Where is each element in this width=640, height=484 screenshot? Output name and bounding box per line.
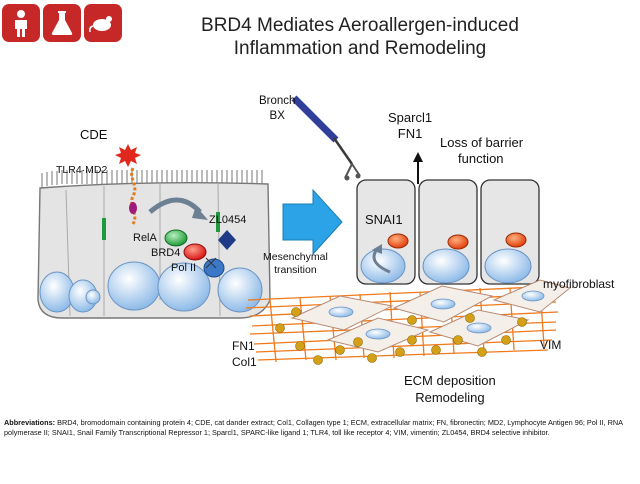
abbreviations-heading: Abbreviations: xyxy=(4,418,56,427)
bronchoscope-icon xyxy=(291,95,361,181)
abbreviations-text: BRD4, bromodomain containing protein 4; … xyxy=(4,418,623,438)
bronch-line-1: Bronch xyxy=(259,95,296,107)
rela-label: RelA xyxy=(133,232,157,244)
epithelial-cell-layer xyxy=(37,170,271,319)
flask-icon xyxy=(51,11,73,35)
mouse-icon xyxy=(89,16,112,33)
figure-title: BRD4 Mediates Aeroallergen-induced Infla… xyxy=(150,14,570,60)
vim-label: VIM xyxy=(540,338,562,352)
inhibitor-label: ZL0454 xyxy=(209,214,247,226)
fn1-col1-label: FN1 Col1 xyxy=(232,338,257,370)
pol2-label: Pol II xyxy=(171,262,197,274)
flask-badge xyxy=(43,4,81,42)
ecm-line-1: ECM deposition xyxy=(404,373,496,388)
abbreviations-footnote: Abbreviations: BRD4, bromodomain contain… xyxy=(4,418,624,438)
pol2-protein xyxy=(203,258,225,278)
transition-line-1: Mesenchymal xyxy=(263,251,328,263)
snai1-protein xyxy=(387,233,409,249)
bronch-line-2: BX xyxy=(269,110,285,122)
title-line-2: Inflammation and Remodeling xyxy=(233,38,487,59)
brd4-label: BRD4 xyxy=(151,247,181,259)
brd4-protein xyxy=(183,243,207,261)
badge-row xyxy=(2,4,122,42)
receptor-label: TLR4·MD2 xyxy=(56,164,108,176)
transition-label: Mesenchymal transition xyxy=(263,251,328,277)
ecm-label: ECM deposition Remodeling xyxy=(404,372,496,406)
transition-arrow xyxy=(282,188,343,256)
mouse-badge xyxy=(84,4,122,42)
barrier-label: Loss of barrier function xyxy=(440,135,523,167)
fn1-bottom-label: FN1 xyxy=(232,339,255,353)
human-badge xyxy=(2,4,40,42)
barrier-line-2: function xyxy=(458,151,504,166)
ecm-fibroblast-mesh xyxy=(245,279,572,365)
cde-allergen-star xyxy=(115,144,141,167)
sparcl1-label: Sparcl1 xyxy=(388,110,433,125)
snai1-label: SNAI1 xyxy=(365,212,403,227)
zl0454-inhibitor-icon xyxy=(218,230,236,250)
secreted-factors-label: Sparcl1 FN1 xyxy=(388,110,432,142)
human-figure-icon xyxy=(15,10,27,37)
cde-label: CDE xyxy=(80,127,108,142)
bronch-label: Bronch BX xyxy=(259,94,295,124)
rela-protein xyxy=(164,229,188,247)
title-line-1: BRD4 Mediates Aeroallergen-induced xyxy=(201,15,519,36)
mesenchymal-cell-row xyxy=(356,179,540,285)
col1-label: Col1 xyxy=(232,355,257,369)
tlr4-md2-receptor xyxy=(129,167,137,225)
transition-line-2: transition xyxy=(274,264,317,276)
myofibroblast-label: myofibroblast xyxy=(543,277,615,291)
ecm-line-2: Remodeling xyxy=(415,390,485,405)
fn1-top-label: FN1 xyxy=(397,126,423,141)
barrier-line-1: Loss of barrier xyxy=(440,135,524,150)
